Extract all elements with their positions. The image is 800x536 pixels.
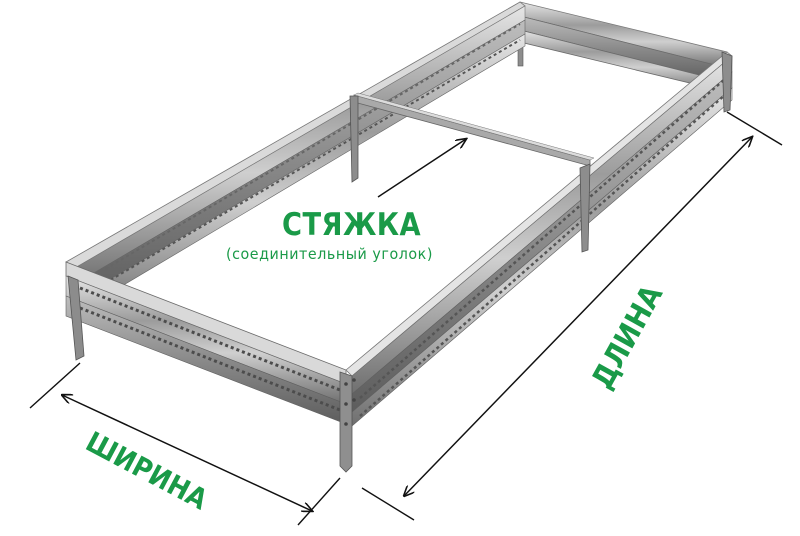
left-long-wall (65, 1, 526, 315)
brace-pointer-arrow (377, 139, 466, 198)
length-dimension (361, 111, 783, 521)
back-wall (517, 1, 728, 93)
width-dimension (29, 362, 341, 526)
brace-title-label: СТЯЖКА (282, 207, 422, 243)
brace-subtitle-label: (соединительный уголок) (226, 245, 433, 263)
brace-bar (353, 92, 595, 167)
front-wall (65, 261, 347, 425)
